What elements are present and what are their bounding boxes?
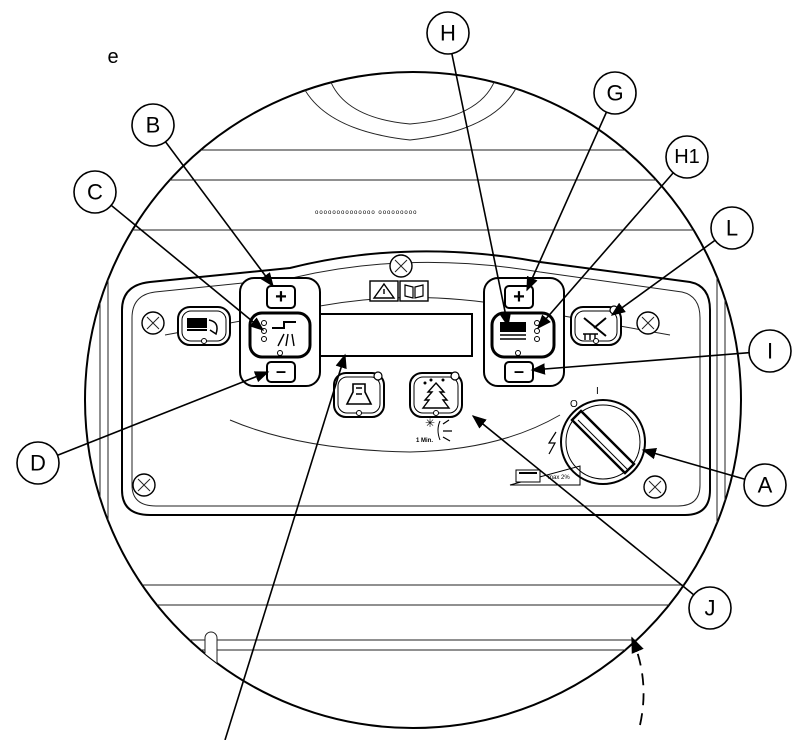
display-screen xyxy=(319,313,473,357)
switch-mark-off: O xyxy=(570,399,578,410)
leader-L xyxy=(610,227,733,316)
screw-top-right xyxy=(636,311,660,335)
callout-C: C xyxy=(73,170,117,214)
detergent-button[interactable] xyxy=(333,371,385,418)
screw-bottom-right xyxy=(643,475,667,499)
leader-D xyxy=(37,371,270,464)
squeegee-vacuum-button[interactable] xyxy=(570,305,622,346)
rotation-dashed-arrow xyxy=(631,636,645,726)
squeegee-icon xyxy=(583,317,607,340)
eco-legend-time: 1 Min. xyxy=(416,438,433,444)
svg-text:I: I xyxy=(767,339,773,364)
svg-text:A: A xyxy=(758,473,773,498)
minus-icon: – xyxy=(514,361,524,381)
leader-J xyxy=(471,415,711,609)
svg-text:D: D xyxy=(30,451,46,476)
callout-D: D xyxy=(16,441,60,485)
leader-C xyxy=(94,191,265,331)
eco-mode-button[interactable] xyxy=(409,371,463,418)
plus-icon: + xyxy=(275,286,287,308)
manual-book-icon xyxy=(399,280,429,302)
callout-L: L xyxy=(710,206,754,250)
warning-icon xyxy=(369,280,399,302)
svg-text:J: J xyxy=(705,596,716,621)
brush-minus-button[interactable]: – xyxy=(504,361,534,383)
svg-text:H: H xyxy=(440,21,456,46)
callout-J: J xyxy=(688,586,732,630)
svg-text:G: G xyxy=(606,81,623,106)
display-leader-line xyxy=(224,353,347,740)
slope-text: max 2% xyxy=(548,475,570,481)
leader-H1 xyxy=(537,156,688,330)
water-flow-button[interactable] xyxy=(248,311,312,359)
callout-B: B xyxy=(131,103,175,147)
brush-plus-button[interactable]: + xyxy=(504,285,534,309)
leader-I xyxy=(530,350,771,375)
leader-B xyxy=(152,124,274,288)
edge-text: e xyxy=(107,46,118,68)
eco-tree-icon xyxy=(421,378,451,409)
screw-top-center xyxy=(389,254,413,278)
leader-H xyxy=(447,34,512,328)
svg-text:H1: H1 xyxy=(674,146,700,168)
callout-H: H xyxy=(426,11,470,55)
svg-text:B: B xyxy=(146,113,161,138)
brush-pressure-icon xyxy=(187,318,218,336)
right-adjust-group: + – xyxy=(483,277,565,387)
lightning-icon xyxy=(547,431,557,455)
minus-icon: – xyxy=(276,361,286,381)
switch-mark-on: I xyxy=(596,386,599,397)
callout-H1: H1 xyxy=(665,135,709,179)
key-handle[interactable] xyxy=(570,409,636,475)
plus-icon: + xyxy=(513,286,525,308)
snowflake-icon: ✳ xyxy=(425,416,435,430)
svg-text:C: C xyxy=(87,180,103,205)
screw-top-left xyxy=(141,311,165,335)
callout-I: I xyxy=(748,329,792,373)
key-switch[interactable]: O I xyxy=(547,386,646,485)
callout-A: A xyxy=(743,463,787,507)
left-adjust-group: + – xyxy=(239,277,321,387)
svg-text:oooooooooooooo ooooooooo: oooooooooooooo ooooooooo xyxy=(315,210,417,216)
slope-warning-icon: max 2% xyxy=(509,465,581,486)
water-plus-button[interactable]: + xyxy=(266,285,296,309)
detergent-bottle-icon xyxy=(345,383,373,405)
svg-text:L: L xyxy=(726,216,738,241)
screw-bottom-left xyxy=(132,473,156,497)
water-minus-button[interactable]: – xyxy=(266,361,296,383)
brush-pressure-button[interactable] xyxy=(177,306,231,346)
leader-G xyxy=(526,92,616,292)
eco-legend: ✳ 1 Min. xyxy=(416,416,452,444)
callout-G: G xyxy=(593,71,637,115)
